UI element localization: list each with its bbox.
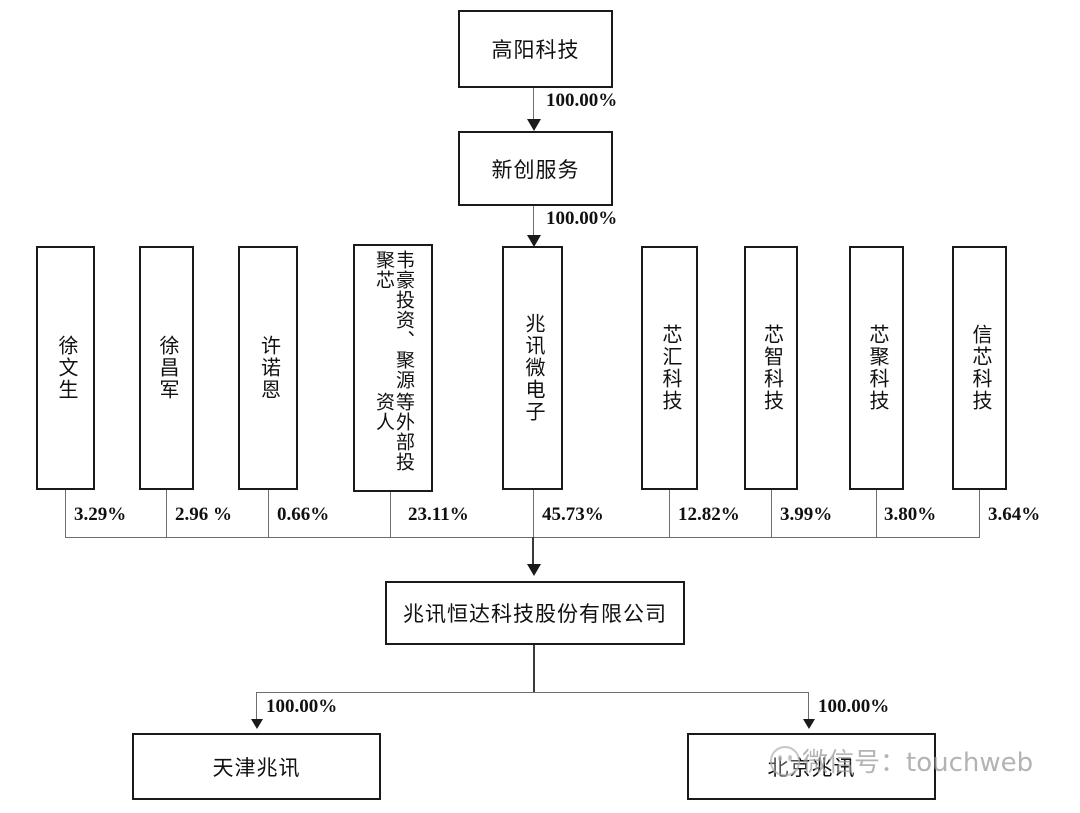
percent-xu-changjun: 2.96 % <box>175 504 232 525</box>
arrowhead-tianjin-zhaoxun <box>251 719 263 729</box>
droplink-xinju-keji <box>876 490 877 537</box>
percent-weihao-external-investors: 23.11% <box>408 504 469 525</box>
droplink-xu-nuoen <box>268 490 269 537</box>
percent-beijing-zhaoxun: 100.00% <box>818 696 890 717</box>
connector-company-stem <box>533 645 535 692</box>
percent-xinxin-keji: 3.64% <box>988 504 1041 525</box>
droplink-xinhui-keji <box>669 490 670 537</box>
arrowhead-gaoyang-to-xinchuang <box>527 119 541 131</box>
box-company-zhaoxun-hengda[interactable]: 兆讯恒达科技股份有限公司 <box>385 581 685 645</box>
percent-tianjin-zhaoxun: 100.00% <box>266 696 338 717</box>
box-shareholder-weihao-external-investors[interactable]: 韦豪投资、聚源聚芯 等外部投资人 <box>353 244 433 492</box>
droplink-xinxin-keji <box>979 490 980 537</box>
box-shareholder-xinzhi-keji[interactable]: 芯智科技 <box>744 246 798 490</box>
droplink-xu-wensheng <box>65 490 66 537</box>
box-subsidiary-tianjin-zhaoxun[interactable]: 天津兆讯 <box>132 733 381 800</box>
box-shareholder-zhaoxun-weidianzi[interactable]: 兆讯微电子 <box>502 246 563 490</box>
percent-xinhui-keji: 12.82% <box>678 504 740 525</box>
droplink-tianjin-zhaoxun <box>256 692 257 723</box>
droplink-zhaoxun-weidianzi <box>533 490 534 537</box>
shareholder-bus-line <box>65 537 980 538</box>
weihao-label-column-2: 等外部投资人 <box>373 391 414 472</box>
percent-xu-wensheng: 3.29% <box>74 504 127 525</box>
droplink-xinzhi-keji <box>771 490 772 537</box>
droplink-weihao-external-investors <box>390 492 391 537</box>
arrowhead-xinchuang-to-zhaoxunwei <box>527 235 541 247</box>
subsidiary-bus-line <box>256 692 808 693</box>
box-subsidiary-beijing-zhaoxun[interactable]: 北京兆讯 <box>687 733 936 800</box>
box-shareholder-xinju-keji[interactable]: 芯聚科技 <box>849 246 904 490</box>
box-shareholder-xinhui-keji[interactable]: 芯汇科技 <box>641 246 698 490</box>
arrowhead-bus-to-company <box>527 564 541 576</box>
weihao-label-column-1: 韦豪投资、聚源聚芯 <box>373 250 414 390</box>
box-shareholder-xu-nuoen[interactable]: 许诺恩 <box>238 246 298 490</box>
arrowhead-beijing-zhaoxun <box>803 719 815 729</box>
percent-zhaoxun-weidianzi: 45.73% <box>542 504 604 525</box>
percent-xinchuang-to-zhaoxunwei: 100.00% <box>546 208 618 229</box>
connector-bus-to-company <box>532 537 534 566</box>
percent-xinju-keji: 3.80% <box>884 504 937 525</box>
box-xinchuang-fuwu[interactable]: 新创服务 <box>458 131 613 206</box>
percent-gaoyang-to-xinchuang: 100.00% <box>546 90 618 111</box>
droplink-beijing-zhaoxun <box>808 692 809 723</box>
connector-xinchuang-to-zhaoxunwei <box>533 206 534 239</box>
percent-xinzhi-keji: 3.99% <box>780 504 833 525</box>
droplink-xu-changjun <box>166 490 167 537</box>
box-shareholder-xu-changjun[interactable]: 徐昌军 <box>139 246 194 490</box>
box-shareholder-xinxin-keji[interactable]: 信芯科技 <box>952 246 1007 490</box>
percent-xu-nuoen: 0.66% <box>277 504 330 525</box>
box-gaoyang-keji[interactable]: 高阳科技 <box>458 10 613 88</box>
box-shareholder-xu-wensheng[interactable]: 徐文生 <box>36 246 95 490</box>
connector-gaoyang-to-xinchuang <box>533 88 534 121</box>
